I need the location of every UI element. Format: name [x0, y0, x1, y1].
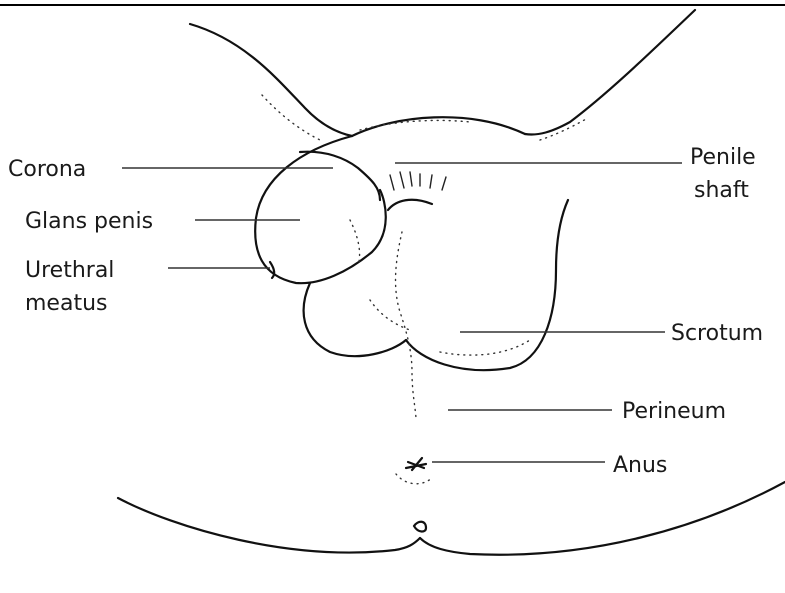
scrotum-left-outline — [304, 283, 406, 356]
label-urethral: Urethral — [25, 258, 114, 283]
label-penile: Penile — [690, 145, 756, 170]
corona-outline — [300, 152, 380, 200]
corona-hatching — [390, 172, 446, 190]
label-corona: Corona — [8, 157, 86, 182]
scrotum-shading — [440, 340, 530, 355]
right-thigh-outline — [525, 10, 695, 135]
label-shaft: shaft — [694, 178, 749, 203]
shaft-underside — [388, 200, 432, 210]
scrotal-raphe — [396, 232, 416, 418]
label-meatus: meatus — [25, 291, 107, 316]
coccyx-mark — [414, 522, 426, 532]
right-groin-shading — [540, 118, 588, 140]
left-groin-shading — [262, 95, 320, 140]
label-perineum: Perineum — [622, 399, 726, 424]
label-scrotum: Scrotum — [671, 321, 763, 346]
label-anus: Anus — [613, 453, 667, 478]
scrotum-inner-shading — [370, 300, 410, 330]
shaft-shading — [360, 120, 470, 130]
left-thigh-outline — [190, 24, 352, 136]
left-buttock-outline — [118, 498, 420, 552]
label-glans-penis: Glans penis — [25, 209, 153, 234]
right-buttock-outline — [420, 482, 785, 555]
scrotum-right-outline — [406, 200, 568, 370]
anus-mark — [396, 458, 432, 484]
glans-outline — [255, 136, 386, 283]
glans-shading — [350, 220, 360, 266]
